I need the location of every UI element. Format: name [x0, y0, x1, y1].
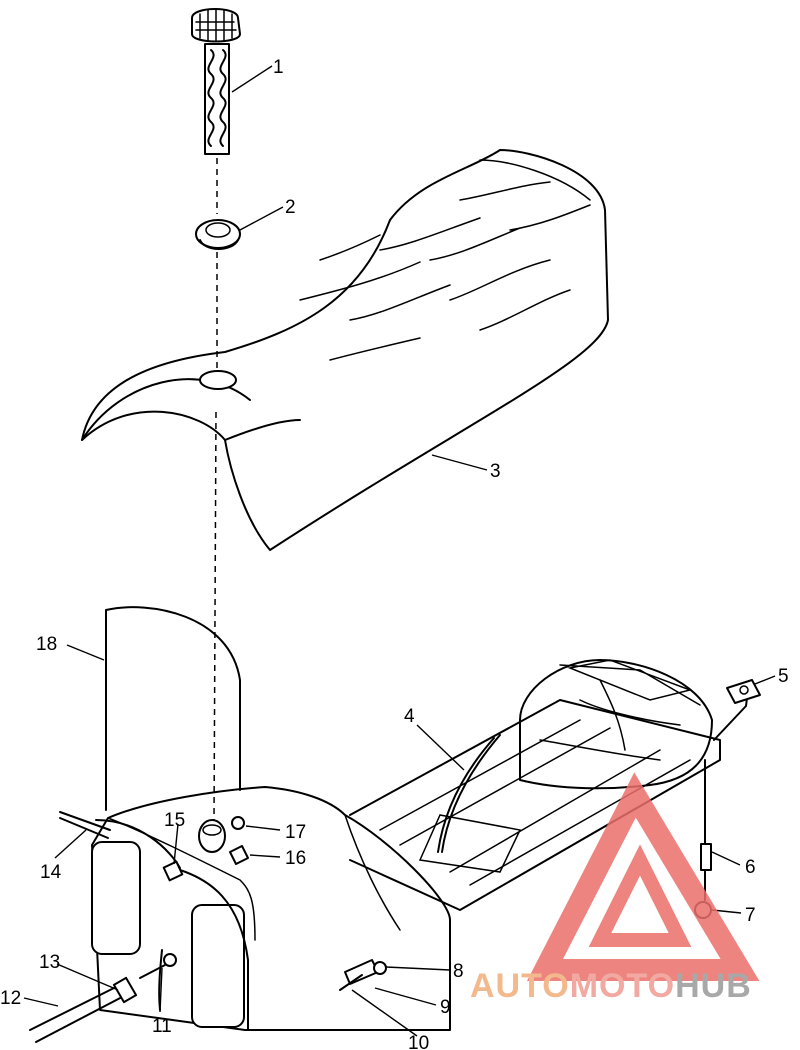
- fuel-tank-assembly: [29, 659, 761, 1043]
- callout-8: 8: [453, 961, 464, 982]
- callout-12: 12: [0, 988, 21, 1009]
- watermark-triangle-logo: [526, 772, 760, 981]
- seat-part: [81, 149, 609, 551]
- fuel-cap-gauge-part: [191, 8, 241, 155]
- callout-6: 6: [745, 857, 756, 878]
- callout-4: 4: [404, 706, 415, 727]
- callout-2: 2: [285, 197, 296, 218]
- callout-3: 3: [490, 461, 501, 482]
- callout-1: 1: [273, 57, 284, 78]
- callout-14: 14: [40, 862, 62, 883]
- callout-17: 17: [285, 822, 306, 843]
- callout-18: 18: [36, 634, 57, 655]
- callout-5: 5: [778, 666, 789, 687]
- callout-10: 10: [408, 1033, 429, 1050]
- watermark-word-moto: MOTO: [570, 967, 675, 1005]
- callout-15: 15: [164, 810, 185, 831]
- callout-leaders: [23, 65, 776, 1037]
- svg-text:AUTOMOTOHUB: AUTOMOTOHUB: [470, 967, 752, 1005]
- callout-7: 7: [745, 905, 756, 926]
- alignment-line: [213, 158, 218, 821]
- callout-13: 13: [39, 952, 60, 973]
- heat-shield-part: [105, 606, 241, 811]
- callout-16: 16: [285, 848, 306, 869]
- callout-11: 11: [152, 1016, 172, 1037]
- automotohub-watermark: AUTOMOTOHUB: [470, 772, 760, 1005]
- grommet-part: [195, 219, 241, 250]
- watermark-word-auto: AUTO: [470, 967, 570, 1005]
- callout-labels: 1 2 3 4 5 6 7 8 9 10 11 12 13 14 15 16 1…: [0, 57, 789, 1050]
- callout-9: 9: [440, 997, 451, 1018]
- watermark-word-hub: HUB: [675, 967, 752, 1005]
